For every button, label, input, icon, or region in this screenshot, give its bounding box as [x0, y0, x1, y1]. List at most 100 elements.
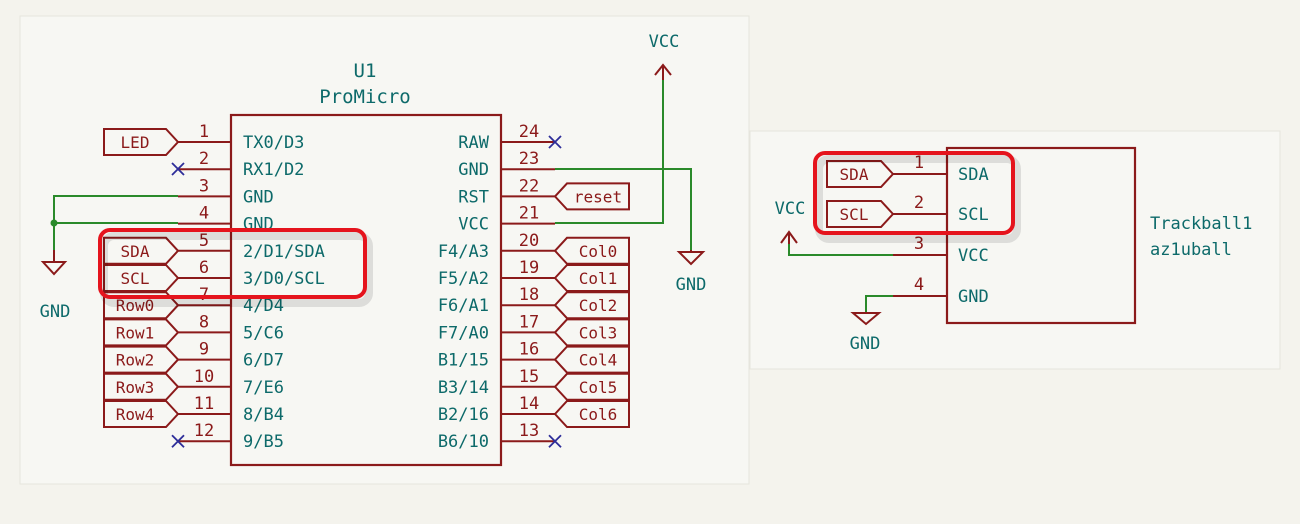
net-label-col0[interactable]: Col0	[553, 236, 630, 265]
wire-trackball-gnd[interactable]	[865, 295, 893, 313]
net-label-reset[interactable]: reset	[553, 182, 630, 211]
pin-number: 1	[914, 153, 924, 173]
pin-number: 13	[519, 421, 539, 441]
highlight-box-promicro-i2c	[98, 228, 367, 299]
net-label-col4[interactable]: Col4	[553, 345, 630, 374]
net-label-scl[interactable]: SCL	[103, 264, 180, 292]
net-label-row1-text: Row1	[116, 323, 155, 342]
pin-name: B3/14	[438, 378, 489, 398]
pin-number: 8	[199, 312, 209, 332]
gnd-symbol-left[interactable]: GND	[40, 250, 71, 322]
pin-name: RAW	[458, 133, 489, 153]
pin-number: 2	[199, 149, 209, 169]
net-label-tb-sda[interactable]: SDA	[826, 160, 895, 188]
net-label-row2[interactable]: Row2	[103, 345, 180, 374]
no-connect-flag	[171, 162, 185, 176]
vcc-symbol-top[interactable]: VCC	[649, 32, 680, 80]
pin-number: 1	[199, 122, 209, 142]
pin-name: 4/D4	[243, 296, 284, 316]
pin-number: 18	[519, 285, 539, 305]
pin-name: 9/B5	[243, 432, 284, 452]
wires	[50, 80, 893, 313]
gnd-symbol-right[interactable]: GND	[850, 312, 882, 354]
wire-gnd-left[interactable]	[53, 195, 178, 250]
u1-left-pin[interactable]: 9 6/D7	[178, 340, 284, 371]
net-label-col3[interactable]: Col3	[553, 318, 630, 347]
u1-left-pin[interactable]: 118/B4	[178, 394, 284, 425]
net-label-led[interactable]: LED	[103, 128, 180, 156]
u1-left-pin[interactable]: 52/D1/SDA	[178, 231, 325, 262]
pin-name: 5/C6	[243, 323, 284, 343]
pin-number: 3	[914, 234, 924, 254]
u1-left-pin[interactable]: 63/D0/SCL	[178, 258, 325, 289]
pin-name: F6/A1	[438, 296, 489, 316]
wire-gnd-pin23[interactable]	[555, 168, 692, 250]
pin-name: F7/A0	[438, 323, 489, 343]
wire-trackball-vcc[interactable]	[788, 244, 893, 256]
pin-name: B2/16	[438, 405, 489, 425]
pin-number: 17	[519, 312, 539, 332]
pin-name: F5/A2	[438, 269, 489, 289]
net-label-col1-text: Col1	[579, 269, 618, 288]
pin-name: 6/D7	[243, 351, 284, 371]
net-label-col5[interactable]: Col5	[553, 372, 630, 401]
wire-vcc-pin21[interactable]	[555, 80, 664, 224]
vcc-symbol-right[interactable]: VCC	[775, 199, 806, 244]
pin-number: 20	[519, 231, 539, 251]
gnd-left-label: GND	[40, 302, 71, 322]
net-label-tb-scl[interactable]: SCL	[826, 200, 895, 228]
net-label-col4-text: Col4	[579, 351, 618, 370]
net-label-tb-sda-text: SDA	[840, 165, 869, 184]
net-label-col6[interactable]: Col6	[553, 400, 630, 428]
pin-name: B1/15	[438, 351, 489, 371]
pin-name: 7/E6	[243, 378, 284, 398]
net-label-row0[interactable]: Row0	[103, 291, 180, 320]
net-label-row1[interactable]: Row1	[103, 318, 180, 347]
net-label-row2-text: Row2	[116, 351, 155, 370]
u1-value: ProMicro	[319, 86, 411, 108]
net-label-col2[interactable]: Col2	[553, 291, 630, 320]
net-label-sda[interactable]: SDA	[103, 236, 180, 265]
u1-left-pin[interactable]: 107/E6	[178, 367, 284, 398]
vcc-top-label: VCC	[649, 32, 680, 52]
promicro-symbol[interactable]: U1 ProMicro 1TX0/D3LED2RX1/D23GND4GND52/…	[103, 60, 630, 467]
gnd-symbol-mid[interactable]: GND	[676, 250, 707, 295]
pin-number: 21	[519, 204, 539, 224]
trackball-symbol[interactable]: Trackball1 az1uball 1SDASDA2SCLSCL3VCC4G…	[826, 146, 1252, 325]
u1-left-pin[interactable]: 8 5/C6	[178, 312, 284, 343]
net-label-row3[interactable]: Row3	[103, 372, 180, 401]
pin-number: 23	[519, 149, 539, 169]
pin-number: 9	[199, 340, 209, 360]
net-label-col1[interactable]: Col1	[553, 264, 630, 292]
pin-number: 14	[519, 394, 539, 414]
pin-number: 11	[194, 394, 214, 414]
promicro-panel	[19, 15, 750, 485]
net-label-row4[interactable]: Row4	[103, 400, 180, 428]
pin-number: 6	[199, 258, 209, 278]
net-label-row3-text: Row3	[116, 378, 155, 397]
net-label-col3-text: Col3	[579, 323, 618, 342]
net-label-tb-scl-text: SCL	[840, 205, 869, 224]
pin-name: F4/A3	[438, 242, 489, 262]
u1-left-pin[interactable]: 129/B5	[178, 421, 284, 452]
